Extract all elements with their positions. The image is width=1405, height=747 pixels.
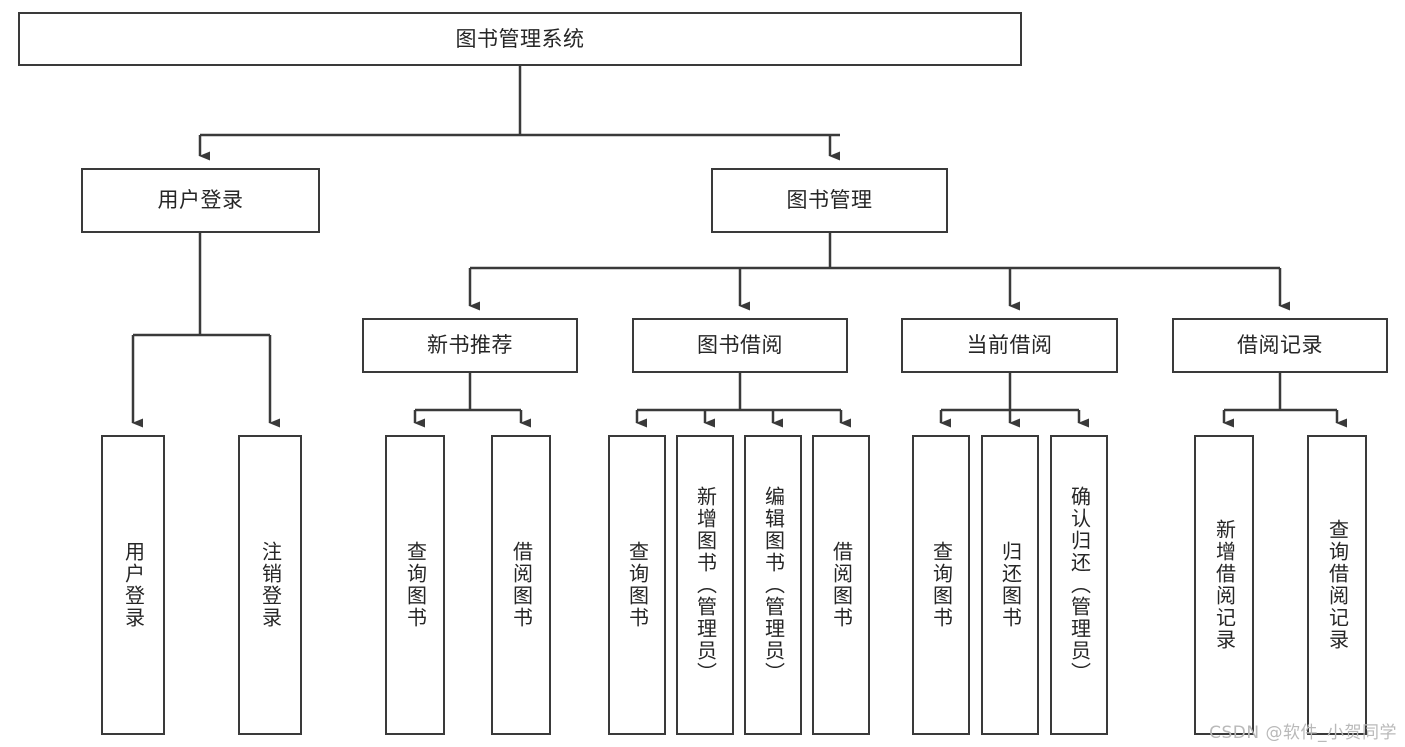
node-leaf-query-book-3-label: 查询图书	[929, 541, 954, 629]
node-leaf-logout-login[interactable]: 注销登录	[238, 435, 302, 735]
node-leaf-borrow-book-1[interactable]: 借阅图书	[491, 435, 551, 735]
node-current-borrow[interactable]: 当前借阅	[901, 318, 1118, 373]
node-leaf-user-login[interactable]: 用户登录	[101, 435, 165, 735]
node-leaf-add-book[interactable]: 新增图书（管理员）	[676, 435, 734, 735]
csdn-watermark: CSDN @软件_小贺同学	[1209, 723, 1397, 743]
node-book-manage[interactable]: 图书管理	[711, 168, 948, 233]
node-leaf-borrow-book-2[interactable]: 借阅图书	[812, 435, 870, 735]
node-leaf-edit-book-label: 编辑图书（管理员）	[761, 486, 786, 684]
node-leaf-query-book-1[interactable]: 查询图书	[385, 435, 445, 735]
node-leaf-query-book-2-label: 查询图书	[625, 541, 650, 629]
node-user-login-label: 用户登录	[157, 188, 244, 213]
node-user-login[interactable]: 用户登录	[81, 168, 320, 233]
node-leaf-borrow-book-2-label: 借阅图书	[829, 541, 854, 629]
node-book-borrow[interactable]: 图书借阅	[632, 318, 848, 373]
node-new-book-recommend[interactable]: 新书推荐	[362, 318, 578, 373]
node-leaf-add-book-label: 新增图书（管理员）	[693, 486, 718, 684]
node-book-manage-label: 图书管理	[786, 188, 873, 213]
node-leaf-query-book-2[interactable]: 查询图书	[608, 435, 666, 735]
node-borrow-record-label: 借阅记录	[1237, 333, 1323, 358]
node-new-book-recommend-label: 新书推荐	[427, 333, 513, 358]
node-leaf-query-book-1-label: 查询图书	[403, 541, 428, 629]
node-root-book-management-system[interactable]: 图书管理系统	[18, 12, 1022, 66]
node-leaf-logout-login-label: 注销登录	[258, 541, 283, 629]
node-leaf-user-login-label: 用户登录	[121, 541, 146, 629]
node-book-borrow-label: 图书借阅	[697, 333, 783, 358]
node-leaf-query-book-3[interactable]: 查询图书	[912, 435, 970, 735]
node-borrow-record[interactable]: 借阅记录	[1172, 318, 1388, 373]
node-leaf-confirm-return[interactable]: 确认归还（管理员）	[1050, 435, 1108, 735]
node-leaf-edit-book[interactable]: 编辑图书（管理员）	[744, 435, 802, 735]
node-leaf-return-book-label: 归还图书	[998, 541, 1023, 629]
node-leaf-query-record-label: 查询借阅记录	[1325, 519, 1350, 651]
node-leaf-add-record[interactable]: 新增借阅记录	[1194, 435, 1254, 735]
node-root-label: 图书管理系统	[455, 26, 585, 51]
node-leaf-query-record[interactable]: 查询借阅记录	[1307, 435, 1367, 735]
node-leaf-return-book[interactable]: 归还图书	[981, 435, 1039, 735]
node-leaf-confirm-return-label: 确认归还（管理员）	[1067, 486, 1092, 684]
node-leaf-borrow-book-1-label: 借阅图书	[509, 541, 534, 629]
node-current-borrow-label: 当前借阅	[966, 333, 1053, 358]
node-leaf-add-record-label: 新增借阅记录	[1212, 519, 1237, 651]
